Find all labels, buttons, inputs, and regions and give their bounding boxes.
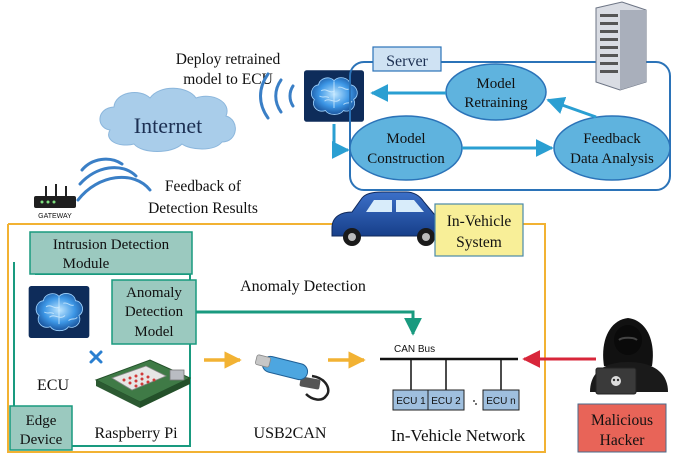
in-vehicle-system-line1: In-Vehicle [447, 213, 512, 230]
internet-label: Internet [134, 113, 202, 138]
wifi-waves-icon [259, 72, 295, 120]
anomaly-model-line2: Detection [125, 304, 184, 320]
car-icon [331, 191, 447, 246]
in-vehicle-system-line2: System [456, 234, 502, 251]
anomaly-model-box [111, 279, 197, 345]
in-vehicle-network-label: In-Vehicle Network [391, 426, 526, 445]
ecu-brain-icon [28, 286, 90, 338]
anomaly-model-line3: Model [134, 324, 173, 340]
model-retraining-node [445, 63, 547, 121]
raspberry-pi-label: Raspberry Pi [94, 425, 178, 442]
anomaly-detection-label: Anomaly Detection [240, 278, 366, 295]
connection-cross-icon [89, 350, 103, 364]
server-container [349, 61, 671, 191]
deploy-label-line1: Deploy retrained [176, 51, 281, 68]
model-construction-node [349, 115, 463, 181]
arrow-analysis-to-retraining [546, 96, 597, 119]
intrusion-module-box [29, 231, 193, 275]
arrow-brain-to-construction [331, 124, 350, 159]
router-wifi-waves [76, 157, 152, 202]
ecu-ellipsis [473, 400, 477, 405]
can-bus-label: CAN Bus [394, 344, 435, 355]
model-retraining-label-1: Model [476, 76, 515, 92]
router-icon: GATEWAY [34, 184, 76, 220]
internet-cloud: Internet [99, 87, 236, 152]
deploy-label-line2: model to ECU [183, 71, 273, 88]
intrusion-module-line1: Intrusion Detection [53, 237, 170, 253]
intrusion-module-line2: Module [63, 256, 110, 272]
malicious-hacker-line2: Hacker [600, 432, 646, 449]
usb2can-dongle-icon [255, 354, 330, 401]
feedback-analysis-label-2: Data Analysis [570, 151, 654, 167]
server-label: Server [386, 53, 428, 70]
in-vehicle-system-box [434, 203, 524, 257]
edge-green-boundary [13, 262, 191, 447]
feedback-results-line1: Feedback of [165, 178, 242, 195]
ecu-node-n [482, 389, 520, 411]
usb2can-label: USB2CAN [254, 425, 327, 442]
anomaly-model-line1: Anomaly [126, 285, 182, 301]
ecu-node-2-label: ECU 2 [431, 396, 461, 407]
edge-device-line2: Device [20, 432, 63, 448]
malicious-hacker-box [577, 403, 667, 453]
feedback-results-line2: Detection Results [148, 200, 258, 217]
edge-device-line1: Edge [26, 413, 57, 429]
arrow-model-to-canbus [196, 310, 422, 336]
ecu-node-1-label: ECU 1 [396, 396, 426, 407]
feedback-analysis-node [553, 115, 671, 181]
brain-icon [304, 70, 364, 122]
ecu-node-2 [427, 389, 465, 411]
ecu-node-n-label: ECU n [486, 396, 515, 407]
malicious-hacker-line1: Malicious [591, 412, 653, 429]
raspberry-pi-board-icon [94, 359, 192, 408]
gateway-label: GATEWAY [38, 213, 72, 220]
model-retraining-label-2: Retraining [464, 95, 528, 111]
server-label-box [372, 46, 442, 72]
ecu-label: ECU [37, 377, 69, 394]
server-rack-icon [595, 1, 647, 91]
hacker-icon [590, 318, 668, 395]
model-construction-label-1: Model [386, 131, 425, 147]
feedback-analysis-label-1: Feedback [583, 131, 641, 147]
model-construction-label-2: Construction [367, 151, 445, 167]
edge-device-box [9, 405, 73, 451]
